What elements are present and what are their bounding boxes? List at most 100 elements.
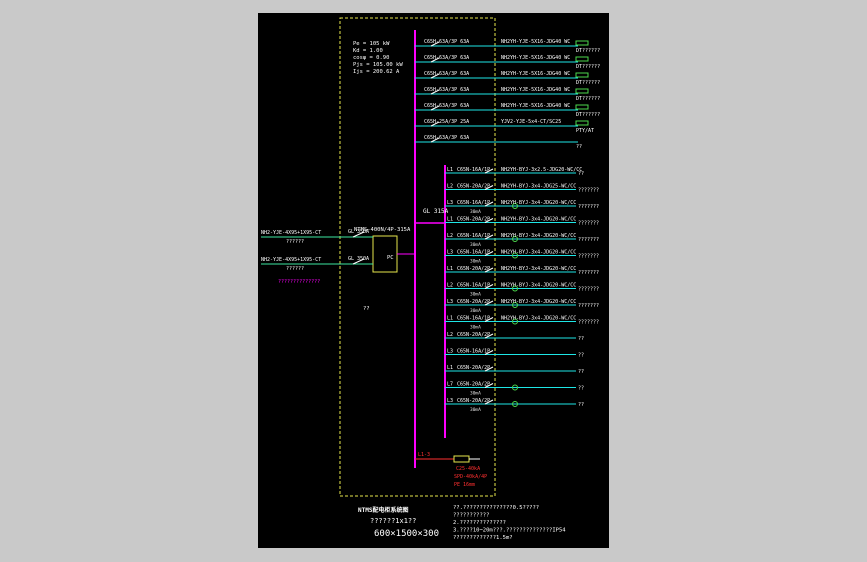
lower-breaker-contact [484, 168, 494, 174]
rcd-symbol [512, 203, 518, 209]
main-breaker-label: GL 315A [423, 208, 449, 215]
cabinet-marker: ?? [363, 306, 370, 312]
lower-breaker-label: C65N-16A/1P [457, 316, 490, 322]
surge-protector-symbol [453, 455, 470, 463]
lower-feeder-destination: ??????? [578, 237, 599, 243]
parameter-line: Ijs = 200.62 A [353, 69, 400, 75]
incoming-feeders: NH2-YJE-4X95+1X95-CT??????GL 350ANH2-YJE… [261, 229, 373, 272]
lower-phase-label: L2 [447, 184, 453, 190]
lower-feeder-destination: ??????? [578, 270, 599, 276]
lower-breaker-contact [484, 201, 494, 207]
load-cabinet-symbol [575, 72, 589, 78]
parameter-line: Pjs = 105.00 kW [353, 62, 403, 68]
ats-tag-label: PC [387, 255, 394, 261]
lower-feeder-destination: ?? [578, 386, 584, 392]
load-cabinet-symbol [575, 88, 589, 94]
lower-cable-label: NH2YH-BYJ-3x4-JDG20-WC/CC [501, 299, 576, 305]
upper-cable-label: YJV2-YJE-5x4-CT/SC25 [501, 119, 561, 125]
upper-feeder-tag: DT?????? [576, 64, 600, 70]
note-line: ??.???????????????0.5????? [453, 505, 539, 511]
lower-phase-label: L3 [447, 398, 453, 404]
lower-breaker-label: C65N-16A/1P [457, 349, 490, 355]
lower-cable-label: NH2YH-BYJ-3x4-JDG25-WC/CC [501, 184, 576, 190]
fire-alarm-note: ?????????????? [278, 279, 320, 285]
ats-model-label: NTMS-400N/4P-315A [354, 227, 411, 233]
upper-breaker-contact [430, 41, 440, 47]
lower-phase-label: L1 [447, 365, 453, 371]
upper-feeder-tag: DT?????? [576, 96, 600, 102]
upper-cable-label: NH2YH-YJE-5X16-JDG40 WC [501, 55, 570, 61]
upper-breaker-label: C65H-63A/3P 63A [424, 103, 469, 109]
upper-feeder-tag: DT?????? [576, 48, 600, 54]
lower-breaker-contact [484, 284, 494, 289]
lower-breaker-label: C65N-16A/1P [457, 283, 490, 289]
note-line: 2.?????????????? [453, 520, 506, 526]
lower-feeder-destination: ?? [578, 369, 584, 375]
lower-breaker-label: C65N-20A/2P [457, 184, 490, 190]
surge-grounding-label: PE 16mm [454, 482, 475, 488]
rcd-label: 30mA [470, 407, 481, 413]
lower-cable-label: NH2YH-BYJ-3x4-JDG20-WC/CC [501, 217, 576, 223]
lower-breaker-label: C65N-20A/2P [457, 217, 490, 223]
surge-breaker-label: L1-3 [418, 452, 430, 458]
upper-feeder-tag: DT?????? [576, 80, 600, 86]
lower-phase-label: L1 [447, 167, 453, 173]
upper-feeder-tag: DT?????? [576, 112, 600, 118]
rcd-label: 30mA [470, 325, 481, 331]
drawing-title: NTMS配电柜系统图 [358, 506, 408, 514]
lower-phase-label: L2 [447, 283, 453, 289]
lower-breaker-label: C65N-16A/1P [457, 233, 490, 239]
rcd-symbol [512, 236, 518, 242]
upper-cable-label: NH2YH-YJE-5X16-JDG40 WC [501, 87, 570, 93]
lower-phase-label: L2 [447, 332, 453, 338]
incoming-note: ?????? [286, 239, 304, 245]
lower-breaker-label: C65N-20A/2P [457, 365, 490, 371]
rcd-symbol [512, 302, 518, 308]
lower-breaker-contact [484, 267, 494, 273]
lower-breaker-label: C65N-20A/2P [457, 382, 490, 388]
lower-phase-label: L3 [447, 250, 453, 256]
surge-model-label: C25-40kA [456, 466, 480, 472]
lower-feeder-destination: ??????? [578, 303, 599, 309]
incoming-breaker-contact [352, 231, 365, 238]
cabinet-dimensions: 600×1500×300 [374, 529, 439, 539]
lower-feeder-destination: ??????? [578, 221, 599, 227]
lower-breaker-contact [484, 234, 494, 240]
lower-feeder-destination: ??????? [578, 320, 599, 326]
title-block: NTMS配电柜系统图 ??????1x1?? 600×1500×300 [358, 506, 439, 539]
lower-cable-label: NH2YH-BYJ-3x4-JDG20-WC/CC [501, 250, 576, 256]
rcd-symbol [512, 318, 518, 325]
upper-feeder-tag: ?? [576, 144, 582, 150]
rcd-symbol [512, 285, 518, 292]
lower-phase-label: L2 [447, 233, 453, 239]
design-notes: ??.???????????????0.5????? ???????????2.… [453, 505, 566, 541]
upper-breaker-contact [430, 57, 440, 63]
load-cabinet-symbol [575, 40, 589, 46]
upper-breaker-label: C65H-63A/3P 63A [424, 71, 469, 77]
lower-breaker-contact [484, 350, 494, 355]
drawing-subtitle: ??????1x1?? [370, 517, 416, 525]
lower-breaker-label: C65N-16A/1P [457, 200, 490, 206]
lower-cable-label: NH2YH-BYJ-3x4-JDG20-WC/CC [501, 266, 576, 272]
rcd-symbol [512, 252, 518, 259]
lower-breaker-contact [484, 399, 494, 405]
incoming-breaker-contact [352, 258, 365, 265]
lower-breaker-contact [484, 333, 494, 339]
upper-breaker-label: C65H-25A/3P 25A [424, 119, 469, 125]
lower-breaker-label: C65N-16A/1P [457, 167, 490, 173]
lower-phase-label: L7 [447, 382, 453, 388]
upper-breaker-contact [430, 121, 440, 127]
load-cabinet-symbol [575, 56, 589, 62]
lower-feeder-destination: ?? [578, 171, 584, 177]
note-line: 3.????10~20m???.??????????????IP54 [453, 528, 566, 534]
rcd-label: 30mA [470, 259, 481, 265]
lower-phase-label: L1 [447, 217, 453, 223]
surge-spec-label: SPD-40kA/4P [454, 474, 487, 480]
upper-feeder-tag: PTY/AT [576, 128, 594, 134]
lower-feeder-destination: ??????? [578, 287, 599, 293]
incoming-breaker-label: GL 350A [348, 229, 369, 235]
lower-feeder-destination: ??????? [578, 254, 599, 260]
